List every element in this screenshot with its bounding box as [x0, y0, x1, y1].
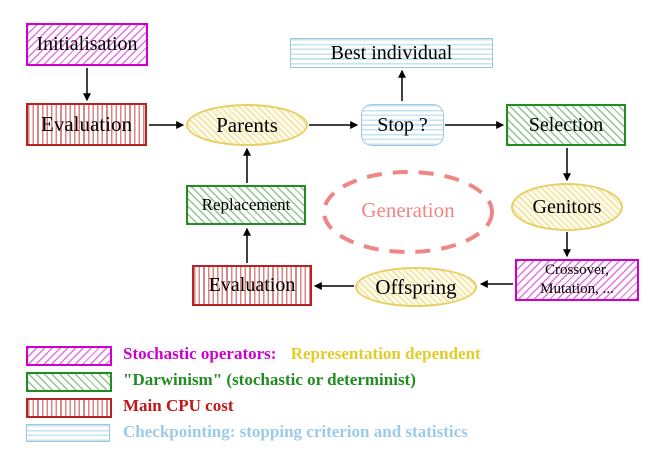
node-replacement-label: Replacement — [201, 195, 291, 215]
generation-dashed-ellipse — [322, 170, 494, 254]
node-best-individual: Best individual — [290, 38, 493, 68]
node-evaluation-top-label: Evaluation — [41, 112, 132, 137]
node-best-individual-label: Best individual — [330, 41, 453, 64]
node-selection: Selection — [506, 104, 626, 146]
node-initialisation-label: Initialisation — [36, 33, 138, 55]
legend-swatch-stochastic-operators — [26, 346, 112, 366]
node-evaluation-bottom-label: Evaluation — [208, 274, 296, 296]
node-parents-label: Parents — [216, 112, 278, 137]
legend-label-stochastic-operators: Stochastic operators: — [123, 344, 277, 363]
node-stop-label: Stop ? — [377, 113, 428, 136]
node-selection-label: Selection — [528, 113, 604, 136]
node-stop: Stop ? — [361, 104, 444, 146]
node-initialisation: Initialisation — [26, 23, 148, 66]
node-crossover-mutation: Crossover, Mutation, ... — [515, 259, 639, 301]
legend-row-stochastic-operators: Stochastic operators: Representation dep… — [123, 344, 481, 364]
generation-label: Generation — [361, 198, 455, 222]
legend-label-representation-dependent: Representation dependent — [290, 344, 481, 363]
legend-label-checkpointing: Checkpointing: stopping criterion and st… — [123, 422, 468, 441]
legend-label-main-cpu-cost: Main CPU cost — [123, 396, 234, 415]
legend-swatch-darwinism — [26, 372, 112, 392]
legend-label-darwinism: "Darwinism" (stochastic or determinist) — [123, 370, 416, 389]
node-evaluation-bottom: Evaluation — [192, 265, 312, 306]
node-offspring: Offspring — [355, 267, 477, 307]
node-crossover-line2: Mutation, ... — [540, 281, 614, 297]
node-offspring-label: Offspring — [375, 274, 457, 299]
node-genitors: Genitors — [511, 183, 623, 231]
node-replacement: Replacement — [186, 185, 306, 225]
node-genitors-label: Genitors — [532, 195, 602, 218]
legend-swatch-main-cpu-cost — [26, 398, 112, 418]
node-evaluation-top: Evaluation — [26, 103, 147, 146]
node-parents: Parents — [186, 104, 308, 146]
node-crossover-line1: Crossover, — [545, 262, 609, 279]
legend-swatch-checkpointing — [26, 424, 110, 442]
